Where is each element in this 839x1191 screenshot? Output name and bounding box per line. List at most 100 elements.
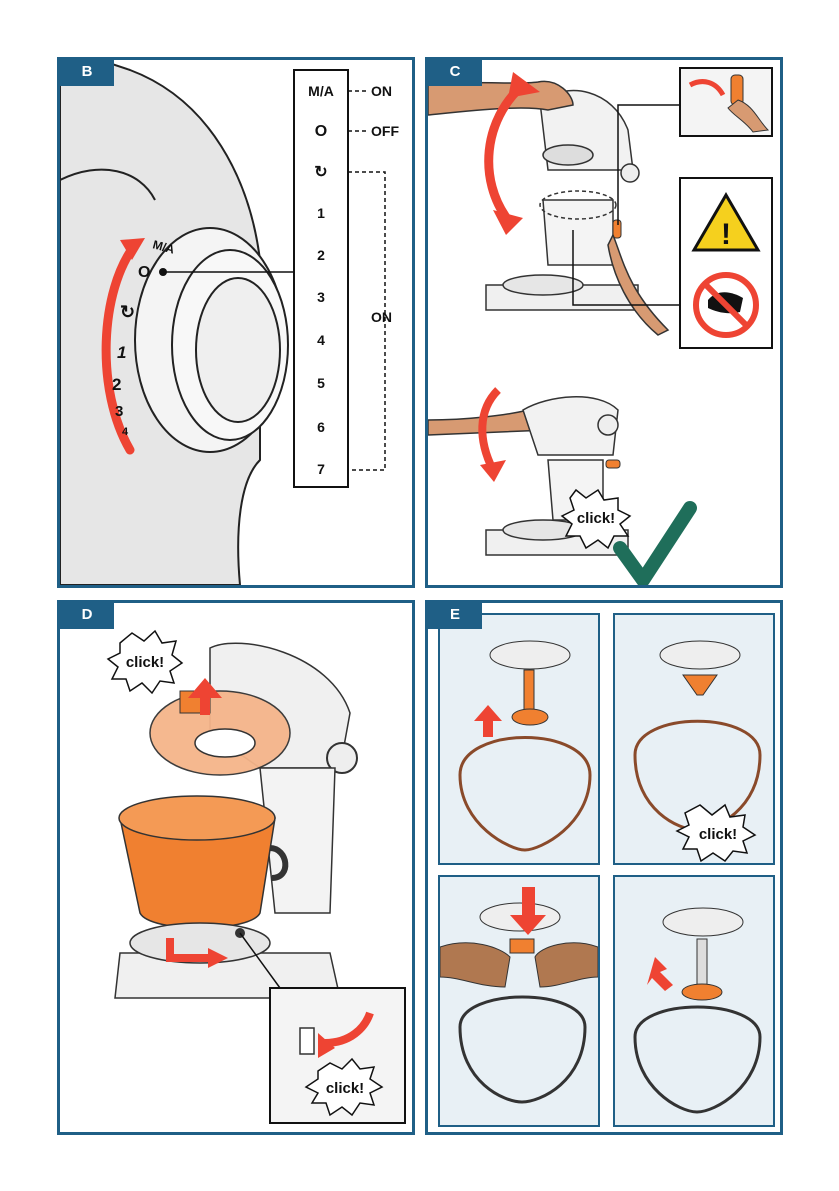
knob-label-pulse: ↻ xyxy=(120,302,135,322)
panel-c-illustration: ! click! xyxy=(428,67,773,585)
mixer-knob-d xyxy=(326,742,358,774)
click-text-c: click! xyxy=(577,510,615,527)
bowl-handle xyxy=(269,845,289,881)
body-contour xyxy=(60,168,156,201)
step-3-right-hand xyxy=(534,942,598,988)
panel-e-tag: E xyxy=(428,603,482,629)
panel-d: D click! click! xyxy=(57,600,415,1135)
step-2-whisk xyxy=(633,719,762,832)
rotate-arrow xyxy=(166,938,210,962)
step-1-whisk xyxy=(458,736,592,852)
arc-arrow-icon xyxy=(120,238,145,260)
step-1-whisk-coupler xyxy=(511,708,549,726)
step-2-coupler xyxy=(682,674,718,696)
panel-b: B M/A O ↻ 1 2 3 4 M/A O ↻ 1 2 3 4 5 xyxy=(57,57,415,588)
legend-pulse-symbol: ↻ xyxy=(314,164,327,181)
click-burst-e xyxy=(675,803,757,863)
zoom-arrow xyxy=(688,79,726,97)
legend-7: 7 xyxy=(317,461,325,477)
legend-1: 1 xyxy=(317,205,325,221)
panel-b-tag: B xyxy=(60,60,114,86)
hand-pressing-lever xyxy=(607,233,670,336)
panel-e-step-1 xyxy=(438,613,600,865)
panel-d-illustration: click! click! xyxy=(106,629,406,1124)
panel-e-step-2: click! xyxy=(613,613,775,865)
step-1-drive xyxy=(489,640,571,670)
step-1-whisk-shaft xyxy=(523,669,535,716)
step-4-drive xyxy=(662,907,744,937)
warning-triangle-icon xyxy=(691,192,761,252)
step-2-illustration: click! xyxy=(615,615,773,863)
click-burst-d-top xyxy=(106,629,184,695)
warning-connector xyxy=(572,230,680,306)
knob-label-1: 1 xyxy=(117,343,126,362)
knob-label-2: 2 xyxy=(112,375,121,394)
step-3-illustration xyxy=(440,877,598,1125)
step-4-illustration xyxy=(615,877,773,1125)
step-3-down-arrow-icon xyxy=(510,887,546,935)
warning-exclamation: ! xyxy=(721,218,731,251)
connector-range xyxy=(348,171,386,471)
step-1-up-arrow-icon xyxy=(474,705,502,737)
legend-4: 4 xyxy=(317,332,325,348)
legend-off-symbol: O xyxy=(315,123,327,140)
check-mark-icon xyxy=(613,501,697,585)
click-burst-c xyxy=(560,488,632,550)
inset-latch xyxy=(299,1027,315,1055)
click-burst-d-inset xyxy=(304,1057,384,1117)
base-plate xyxy=(502,274,584,296)
knob-label-3: 3 xyxy=(115,403,123,420)
knob-label-off: O xyxy=(138,264,150,281)
step-4-whisk xyxy=(633,1005,762,1114)
lock-connector xyxy=(239,932,281,989)
knob-rotation-arc xyxy=(101,240,140,455)
step-4-shaft xyxy=(696,938,708,990)
close-arrow xyxy=(478,387,501,472)
step-3-whisk xyxy=(458,995,587,1104)
dial-legend-labels: M/A O ↻ 1 2 3 4 5 6 7 xyxy=(308,83,334,477)
lever-locked xyxy=(605,459,621,469)
panel-c-tag: C xyxy=(428,60,482,86)
panel-c: C ! xyxy=(425,57,783,588)
panel-e-step-4 xyxy=(613,875,775,1127)
arrow-head-down-icon xyxy=(493,210,523,235)
up-arrow-icon xyxy=(188,678,222,715)
zoom-connector xyxy=(617,104,680,225)
dial-legend-box xyxy=(293,69,349,488)
release-lever xyxy=(612,219,622,239)
knob-label-4: 4 xyxy=(122,426,129,438)
step-4-arrow-icon xyxy=(647,957,673,991)
arrow-head-up-icon xyxy=(508,72,540,98)
panel-b-illustration: M/A O ↻ 1 2 3 4 M/A O ↻ 1 2 3 4 5 6 7 ON… xyxy=(60,60,399,585)
step-2-drive xyxy=(659,640,741,670)
panel-e-step-3 xyxy=(438,875,600,1127)
no-hand-slash xyxy=(702,281,750,329)
legend-5: 5 xyxy=(317,375,325,391)
step-3-coupler xyxy=(509,938,535,954)
step-1-illustration xyxy=(440,615,598,863)
state-on-top: ON xyxy=(371,83,392,99)
mixer-column xyxy=(542,199,614,266)
splash-guard-opening xyxy=(194,728,256,758)
knob-center xyxy=(195,277,281,423)
mixer-drive xyxy=(542,144,594,166)
click-text-d-inset: click! xyxy=(326,1080,364,1097)
legend-ma: M/A xyxy=(308,83,334,99)
step-3-left-hand xyxy=(440,942,511,988)
knob-label-ma: M/A xyxy=(151,237,176,256)
panel-e: E click! xyxy=(425,600,783,1135)
zoom-finger xyxy=(727,99,770,133)
step-4-coupler xyxy=(681,983,723,1001)
legend-3: 3 xyxy=(317,289,325,305)
legend-2: 2 xyxy=(317,247,325,263)
state-off: OFF xyxy=(371,123,399,139)
state-on-range: ON xyxy=(371,309,392,325)
legend-6: 6 xyxy=(317,419,325,435)
hinge-dashed xyxy=(539,190,617,220)
bowl-rim xyxy=(118,795,276,841)
panel-d-tag: D xyxy=(60,603,114,629)
close-arrow-head-icon xyxy=(480,460,506,482)
inset-arrow-head-icon xyxy=(318,1033,335,1058)
rotate-arrow-head-icon xyxy=(208,948,228,968)
mixer-knob-closed xyxy=(597,414,619,436)
